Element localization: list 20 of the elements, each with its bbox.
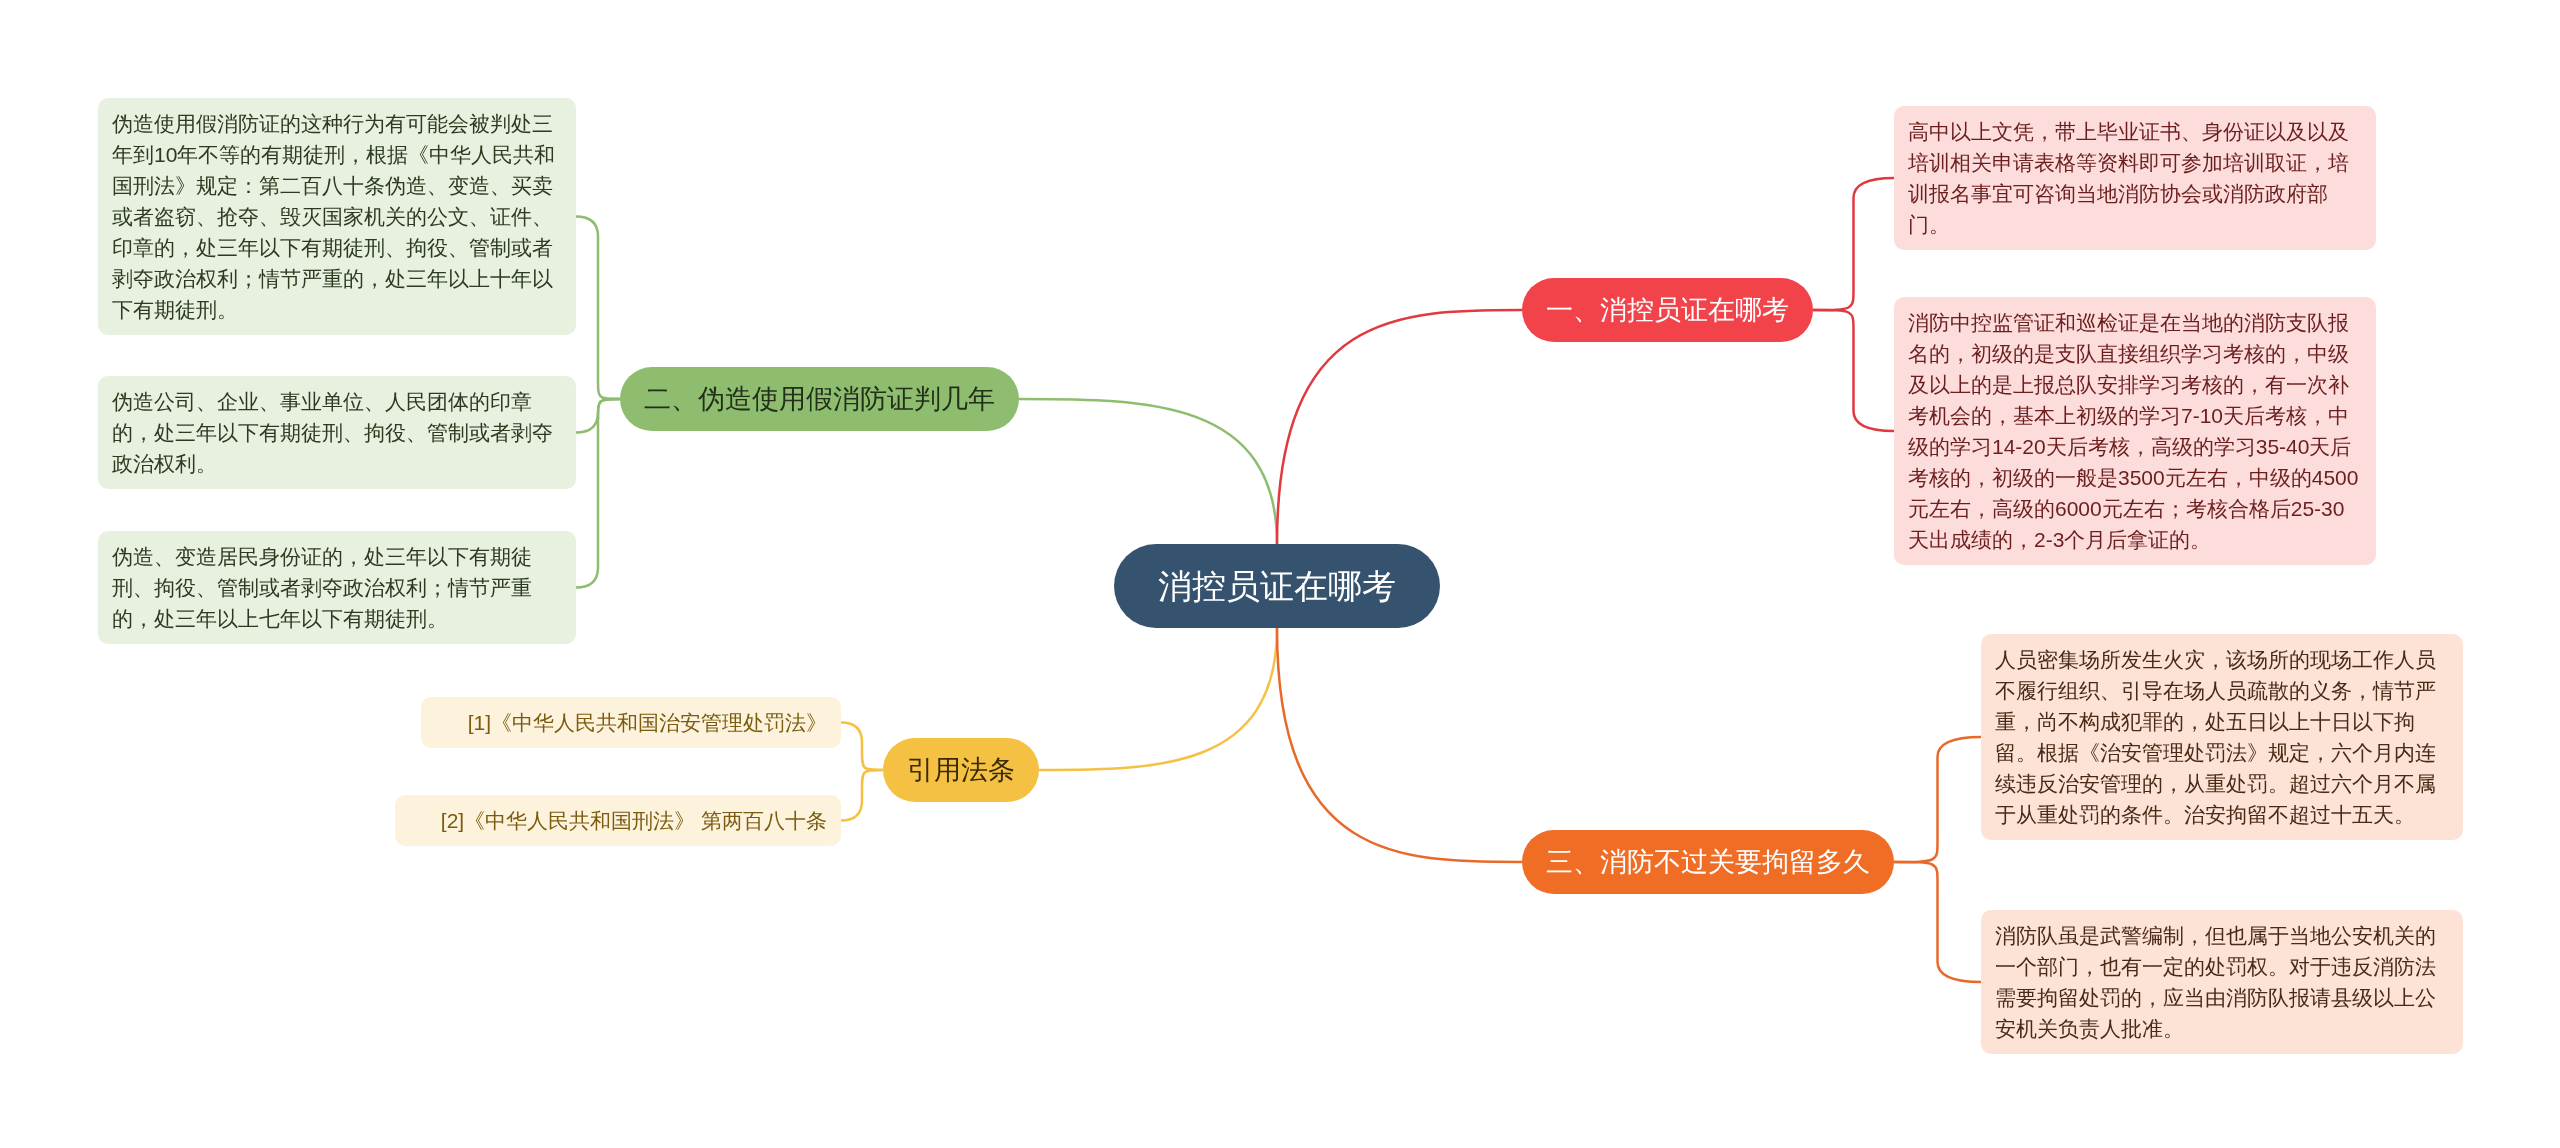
text-card: 伪造使用假消防证的这种行为有可能会被判处三年到10年不等的有期徒刑，根据《中华人民共和国刑法》规定：第二百八十条伪造、变造、买卖或者盗窃、抢夺、毁灭国家机关的公文、证件、印章的，处三年以下有期徒刑、拘役、管制或者剥夺政治权利；情节严重的，处三年以上十年以下有期徒刑。: [98, 98, 576, 335]
connector-line: [1813, 308, 1895, 433]
text-card: 伪造、变造居民身份证的，处三年以下有期徒刑、拘役、管制或者剥夺政治权利；情节严重的，处三年以上七年以下有期徒刑。: [98, 531, 576, 644]
text-card: 消防队虽是武警编制，但也属于当地公安机关的一个部门，也有一定的处罚权。对于违反消防法需要拘留处罚的，应当由消防队报请县级以上公安机关负责人批准。: [1981, 910, 2463, 1054]
central-topic: 消控员证在哪考: [1114, 544, 1440, 628]
topic-pill: 一、消控员证在哪考: [1522, 278, 1813, 342]
connector-line: [840, 768, 883, 822]
text-card: 伪造公司、企业、事业单位、人民团体的印章的，处三年以下有期徒刑、拘役、管制或者剥夺政治权利。: [98, 376, 576, 489]
topic-pill: 三、消防不过关要拘留多久: [1522, 830, 1894, 894]
connector-line: [575, 397, 620, 589]
topic-pill: 二、伪造使用假消防证判几年: [620, 367, 1019, 431]
text-card: 消防中控监管证和巡检证是在当地的消防支队报名的，初级的是支队直接组织学习考核的，中级及以上的是上报总队安排学习考核的，有一次补考机会的，基本上初级的学习7-10天后考核，中级的学习14-20天后考核，高级的学习35-40天后考核的，初级的一般是3500元左右，中级的4500元左右，高级的6000元左右；考核合格后25-30天出成绩的，2-3个月后拿证的。: [1894, 297, 2376, 565]
text-card: [2]《中华人民共和国刑法》 第两百八十条: [395, 795, 841, 846]
connector-line: [1275, 627, 1522, 864]
text-card: 高中以上文凭，带上毕业证书、身份证以及以及培训相关申请表格等资料即可参加培训取证，培训报名事宜可咨询当地消防协会或消防政府部门。: [1894, 106, 2376, 250]
connector-line: [1275, 308, 1522, 545]
topic-pill: 引用法条: [883, 738, 1039, 802]
connector-line: [1894, 860, 1982, 984]
text-card: 人员密集场所发生火灾，该场所的现场工作人员不履行组织、引导在场人员疏散的义务，情节严重，尚不构成犯罪的，处五日以上十日以下拘留。根据《治安管理处罚法》规定，六个月内连续违反治安管理的，从重处罚。超过六个月不属于从重处罚的条件。治安拘留不超过十五天。: [1981, 634, 2463, 840]
text-card: [1]《中华人民共和国治安管理处罚法》: [421, 697, 841, 748]
